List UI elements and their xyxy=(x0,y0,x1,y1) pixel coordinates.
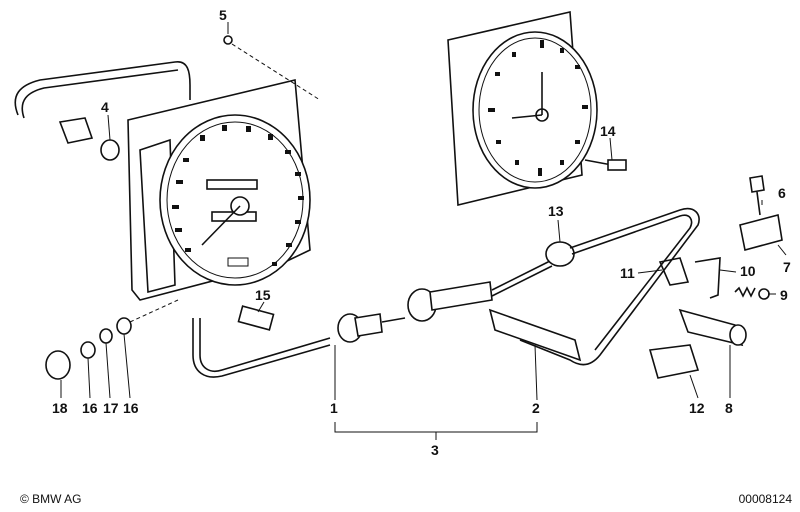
clock-assembly xyxy=(447,11,627,207)
callout-16a: 16 xyxy=(82,400,98,416)
callout-8: 8 xyxy=(725,400,733,416)
callout-6: 6 xyxy=(778,185,786,201)
callout-13: 13 xyxy=(548,203,564,219)
callout-labels: 5 4 14 13 6 7 11 10 9 15 18 16 17 16 1 2… xyxy=(52,7,791,458)
speedometer-cable xyxy=(337,207,700,366)
small-parts xyxy=(45,175,783,380)
leader-lines xyxy=(60,22,787,440)
speedometer-assembly xyxy=(14,35,331,378)
callout-18: 18 xyxy=(52,400,68,416)
callout-5: 5 xyxy=(219,7,227,23)
callout-7: 7 xyxy=(783,259,791,275)
callout-3: 3 xyxy=(431,442,439,458)
clock-ticks xyxy=(488,40,588,176)
callout-14: 14 xyxy=(600,123,616,139)
callout-10: 10 xyxy=(740,263,756,279)
callout-12: 12 xyxy=(689,400,705,416)
callout-11: 11 xyxy=(620,265,635,281)
callout-9: 9 xyxy=(780,287,788,303)
callout-15: 15 xyxy=(255,287,271,303)
copyright-text: © BMW AG xyxy=(20,492,82,506)
speedometer-ticks xyxy=(172,125,304,266)
callout-16b: 16 xyxy=(123,400,139,416)
callout-17: 17 xyxy=(103,400,119,416)
callout-4: 4 xyxy=(101,99,109,115)
callout-2: 2 xyxy=(532,400,540,416)
callout-1: 1 xyxy=(330,400,338,416)
document-number: 00008124 xyxy=(738,492,792,506)
